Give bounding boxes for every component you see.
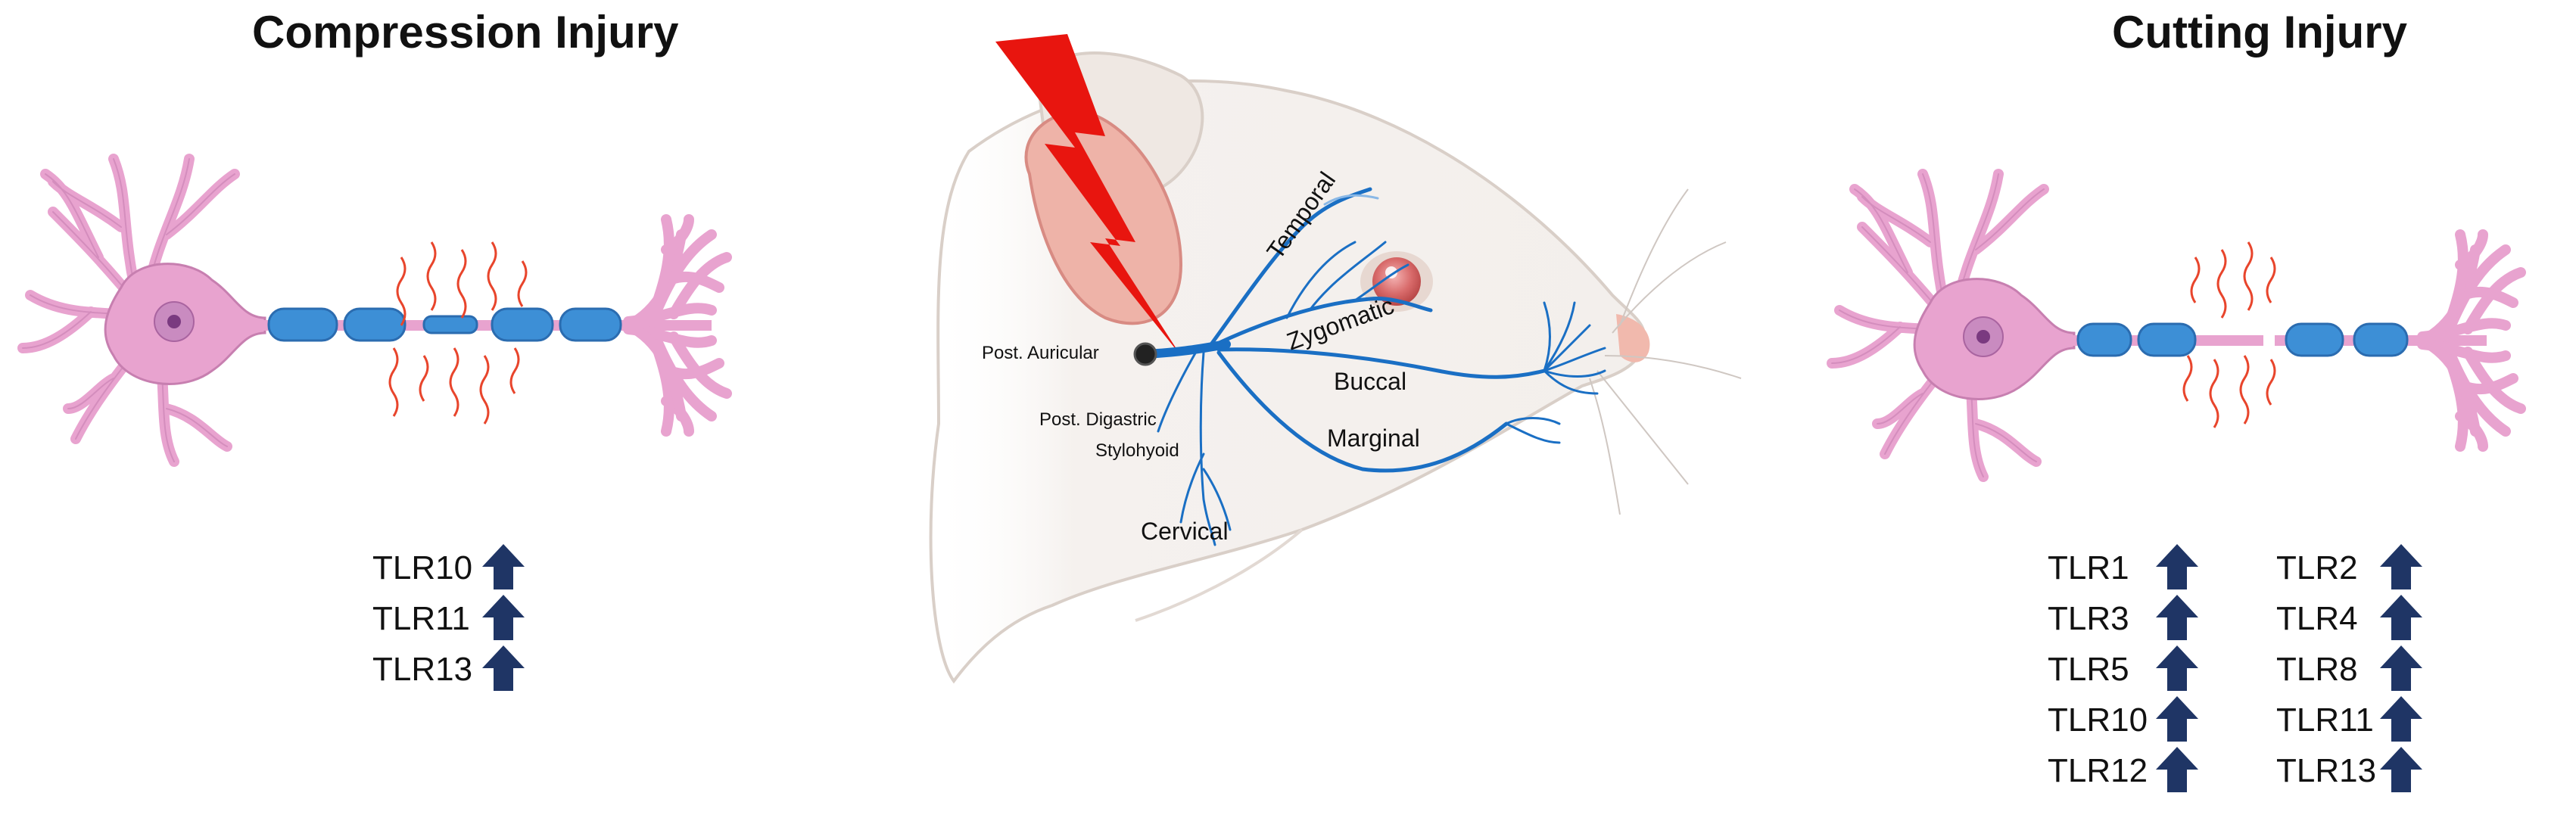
up-arrow-icon xyxy=(2380,696,2422,742)
label-marginal: Marginal xyxy=(1327,425,1420,452)
label-cervical: Cervical xyxy=(1141,518,1229,545)
facial-nerve xyxy=(1138,187,1606,546)
tlr-label-tlr2: TLR2 xyxy=(2276,549,2358,586)
up-arrow-icon xyxy=(482,544,525,589)
tlr-label-tlr1: TLR1 xyxy=(2048,549,2129,586)
up-arrow-icon xyxy=(2380,747,2422,792)
tlr-label-tlr13: TLR13 xyxy=(372,651,472,688)
tlr-label-tlr11: TLR11 xyxy=(2276,701,2374,739)
cutting-neuron xyxy=(1832,174,2521,477)
label-post-auricular: Post. Auricular xyxy=(982,343,1099,363)
up-arrow-icon xyxy=(2380,595,2422,640)
tlr-label-tlr8: TLR8 xyxy=(2276,651,2358,688)
up-arrow-icon xyxy=(2156,544,2198,589)
up-arrow-icon xyxy=(482,595,525,640)
tlr-label-tlr12: TLR12 xyxy=(2048,752,2148,789)
injury-lightning-icon xyxy=(995,34,1181,356)
label-buccal: Buccal xyxy=(1334,368,1406,395)
cutting-injury-marks xyxy=(2182,241,2276,428)
up-arrow-icon xyxy=(2156,747,2198,792)
up-arrow-icon xyxy=(2156,645,2198,691)
tlr-label-tlr10: TLR10 xyxy=(2048,701,2148,739)
tlr-label-tlr13: TLR13 xyxy=(2276,752,2376,789)
up-arrow-icon xyxy=(2380,645,2422,691)
tlr-label-tlr11: TLR11 xyxy=(372,600,470,637)
label-stylohyoid: Stylohyoid xyxy=(1095,440,1179,461)
nerve-origin-icon xyxy=(1133,342,1157,366)
up-arrow-icon xyxy=(2156,595,2198,640)
compression-injury-marks xyxy=(388,241,528,425)
cutting-title: Cutting Injury xyxy=(2112,7,2407,58)
compression-title: Compression Injury xyxy=(252,7,679,58)
tlr-label-tlr4: TLR4 xyxy=(2276,600,2358,637)
up-arrow-icon xyxy=(482,645,525,691)
tlr-label-tlr3: TLR3 xyxy=(2048,600,2129,637)
tlr-label-tlr10: TLR10 xyxy=(372,549,472,586)
up-arrow-icon xyxy=(2380,544,2422,589)
label-post-digastric: Post. Digastric xyxy=(1039,409,1157,430)
up-arrow-icon xyxy=(2156,696,2198,742)
compression-neuron xyxy=(23,159,727,462)
tlr-label-tlr5: TLR5 xyxy=(2048,651,2129,688)
